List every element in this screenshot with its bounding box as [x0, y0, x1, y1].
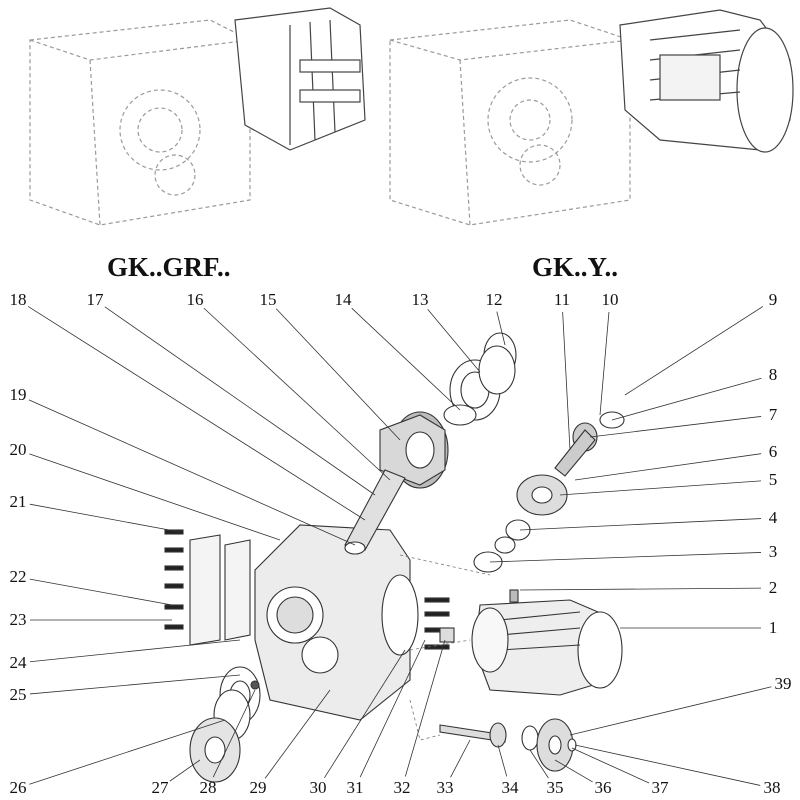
leader-line-16: [203, 307, 391, 481]
leader-line-10: [599, 311, 610, 416]
part-number-38: 38: [763, 778, 781, 797]
leader-line-21: [29, 503, 181, 533]
pinion-assembly: [473, 411, 625, 573]
leader-line-2: [519, 587, 762, 591]
part-number-26: 26: [9, 778, 27, 797]
gearbox-grf-illustration: [29, 19, 251, 226]
leader-lines: [27, 306, 772, 786]
part-number-16: 16: [186, 290, 204, 309]
part-number-29: 29: [249, 778, 267, 797]
part-number-11: 11: [553, 290, 571, 309]
bolts: [164, 529, 450, 650]
leader-line-31: [359, 639, 426, 778]
exploded-parts: [164, 332, 625, 783]
leader-line-24: [29, 639, 241, 663]
part-number-28: 28: [199, 778, 217, 797]
part-number-27: 27: [151, 778, 169, 797]
leader-line-20: [29, 453, 281, 541]
leader-line-35: [529, 749, 549, 779]
motor: [471, 589, 623, 696]
part-number-2: 2: [768, 578, 778, 597]
leader-line-18: [27, 306, 366, 521]
part-number-12: 12: [485, 290, 503, 309]
part-number-14: 14: [334, 290, 352, 309]
variant-title-y: GK..Y..: [532, 252, 619, 282]
dashed-assembly-lines: [399, 554, 491, 741]
part-number-6: 6: [768, 442, 778, 461]
part-number-4: 4: [768, 508, 778, 527]
leader-line-5: [559, 480, 762, 496]
part-number-9: 9: [768, 290, 778, 309]
leader-line-36: [554, 759, 593, 783]
bottom-bearings: [189, 666, 261, 783]
part-number-20: 20: [9, 440, 27, 459]
leader-line-19: [28, 399, 356, 546]
part-number-39: 39: [774, 674, 792, 693]
gear-large: [379, 411, 449, 489]
leader-line-29: [264, 689, 331, 779]
leader-line-32: [404, 639, 446, 777]
leader-line-17: [104, 306, 376, 496]
variant-title-grf: GK..GRF..: [107, 252, 231, 282]
part-number-13: 13: [411, 290, 429, 309]
output-shaft: [344, 469, 406, 555]
leader-line-9: [624, 306, 764, 396]
leader-line-22: [29, 578, 173, 606]
part-number-5: 5: [768, 470, 778, 489]
leader-line-27: [169, 759, 201, 782]
leader-line-25: [29, 674, 241, 695]
part-number-37: 37: [651, 778, 669, 797]
part-number-3: 3: [768, 542, 778, 561]
coupling-parts: [439, 627, 577, 772]
leader-line-38: [574, 744, 761, 786]
leader-line-12: [496, 311, 506, 346]
leader-line-26: [29, 719, 226, 785]
part-number-25: 25: [9, 685, 27, 704]
leader-line-13: [427, 308, 481, 373]
part-number-15: 15: [259, 290, 277, 309]
leader-line-14: [351, 307, 461, 411]
leader-line-15: [275, 308, 401, 441]
leader-line-7: [589, 416, 762, 438]
leader-line-8: [611, 377, 762, 421]
part-number-36: 36: [594, 778, 612, 797]
part-number-24: 24: [9, 653, 27, 672]
part-number-34: 34: [501, 778, 519, 797]
part-number-23: 23: [9, 610, 27, 629]
leader-line-11: [562, 311, 571, 451]
part-number-1: 1: [768, 618, 778, 637]
part-number-21: 21: [9, 492, 27, 511]
part-number-7: 7: [768, 405, 778, 424]
part-number-19: 19: [9, 385, 27, 404]
leader-line-4: [519, 518, 762, 531]
part-number-22: 22: [9, 567, 27, 586]
part-number-33: 33: [436, 778, 454, 797]
part-number-17: 17: [86, 290, 104, 309]
leader-line-28: [212, 689, 256, 778]
leader-line-30: [324, 649, 406, 779]
motor-y-illustration: [619, 9, 794, 153]
part-number-18: 18: [9, 290, 27, 309]
leader-line-33: [450, 739, 471, 778]
motor-grf-illustration: [234, 7, 366, 151]
part-number-32: 32: [393, 778, 411, 797]
leader-line-34: [497, 744, 508, 777]
cover-plates: [189, 534, 251, 646]
housing: [254, 524, 419, 721]
part-number-10: 10: [601, 290, 619, 309]
leader-line-37: [571, 747, 650, 784]
bearings-top: [443, 332, 517, 426]
leader-line-3: [489, 552, 762, 563]
part-number-35: 35: [546, 778, 564, 797]
part-number-8: 8: [768, 365, 778, 384]
part-number-31: 31: [346, 778, 364, 797]
leader-line-6: [574, 453, 762, 481]
part-number-30: 30: [309, 778, 327, 797]
gearbox-y-illustration: [389, 19, 631, 226]
leader-line-39: [569, 686, 772, 736]
